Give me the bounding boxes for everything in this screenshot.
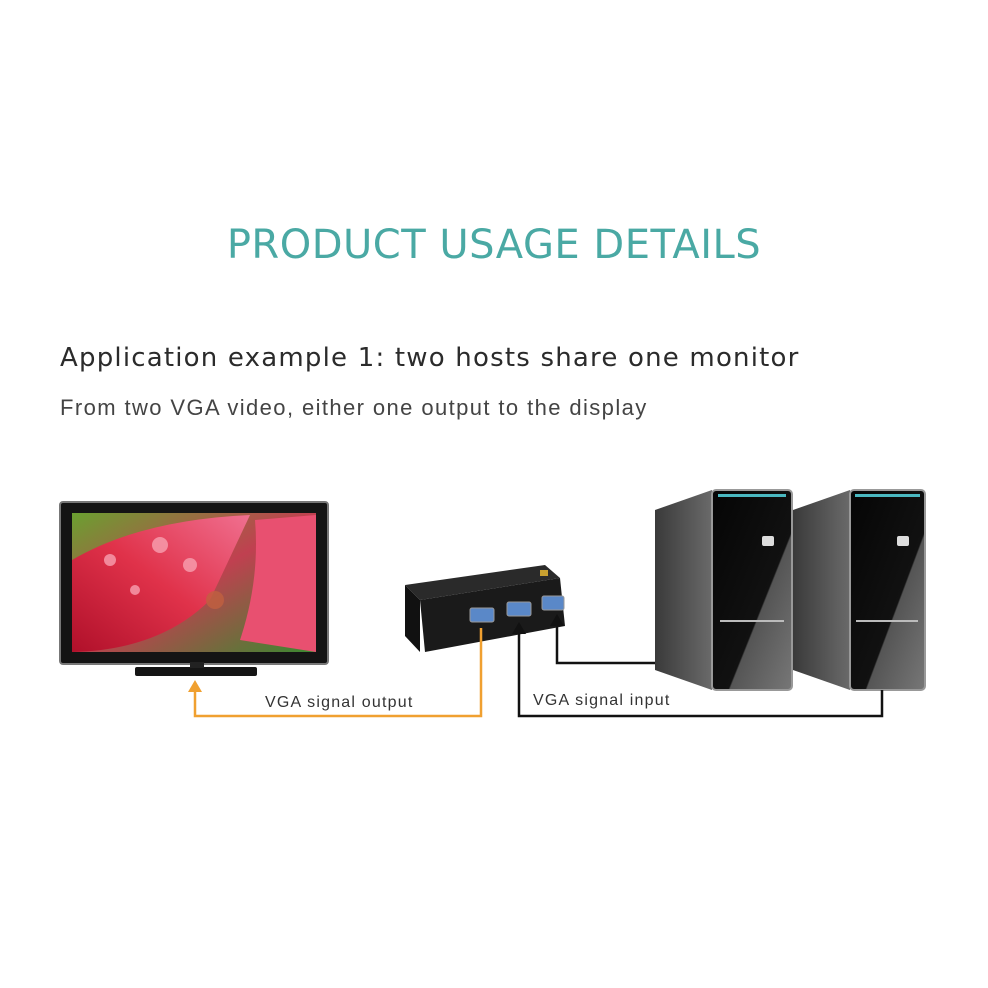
- vga-switch-icon: [405, 565, 565, 652]
- example-heading: Application example 1: two hosts share o…: [60, 343, 800, 373]
- host-pc-2-icon: [793, 489, 926, 691]
- vga-input-connector: [512, 614, 884, 718]
- host-pc-1-icon: [655, 489, 793, 691]
- vga-output-connector: [188, 628, 483, 718]
- monitor-icon: [59, 501, 329, 676]
- vga-input-label: VGA signal input: [533, 692, 671, 709]
- vga-output-label: VGA signal output: [265, 694, 414, 711]
- example-description: From two VGA video, either one output to…: [60, 395, 648, 420]
- page-title: PRODUCT USAGE DETAILS: [226, 222, 762, 268]
